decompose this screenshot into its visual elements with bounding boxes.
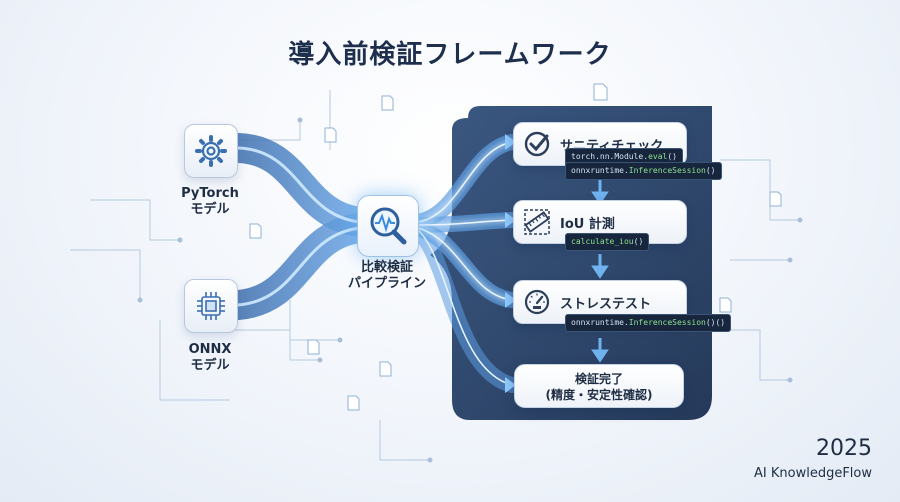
checkmark-icon	[524, 131, 550, 157]
output-flows	[410, 134, 520, 393]
final-line-2: (精度・安定性確認)	[545, 388, 653, 402]
document-icon	[249, 83, 782, 411]
onnx-model-label: ONNX モデル	[188, 342, 232, 373]
chip-icon	[197, 292, 225, 320]
pytorch-model-node[interactable]	[184, 124, 238, 178]
gauge-icon	[524, 289, 550, 315]
comparison-pipeline-label: 比較検証 パイプライン	[347, 260, 426, 291]
pytorch-model-label: PyTorch モデル	[181, 186, 239, 217]
step-label: IoU 計測	[560, 217, 615, 232]
circuit-traces	[70, 90, 800, 461]
step-iou-measurement[interactable]: IoU 計測	[513, 200, 687, 244]
flow-arrowheads	[505, 134, 516, 393]
page-title: 導入前検証フレームワーク	[288, 40, 612, 70]
ruler-icon	[524, 209, 550, 235]
code-snippet: calculate_iou()	[565, 233, 650, 251]
comparison-pipeline-node[interactable]	[357, 195, 419, 257]
onnx-model-node[interactable]	[184, 279, 238, 333]
step-connectors	[591, 180, 609, 363]
circuit-nodes	[137, 117, 803, 463]
verification-complete-node[interactable]: 検証完了 (精度・安定性確認)	[514, 364, 684, 408]
gear-icon	[195, 135, 227, 167]
footer-year: 2025	[816, 436, 872, 461]
magnifier-waveform-icon	[370, 207, 407, 245]
final-line-1: 検証完了	[574, 372, 623, 386]
footer-brand: AI KnowledgeFlow	[754, 466, 872, 481]
input-flows	[223, 133, 375, 320]
process-panel	[430, 106, 712, 420]
code-snippet: onnxruntime.InferenceSession()	[565, 162, 722, 180]
code-snippet: onnxruntime.InferenceSession()()	[565, 314, 732, 332]
step-label: ストレステスト	[560, 297, 652, 312]
